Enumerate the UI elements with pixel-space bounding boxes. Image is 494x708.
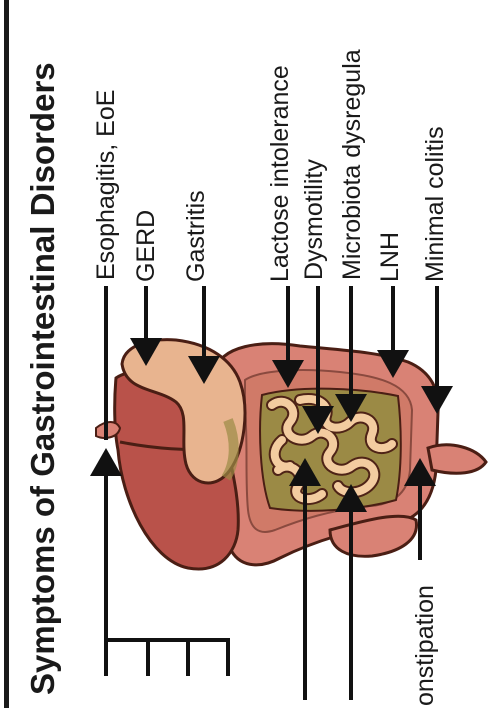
small-intestine — [260, 389, 401, 511]
bracket-symbol — [106, 640, 230, 676]
